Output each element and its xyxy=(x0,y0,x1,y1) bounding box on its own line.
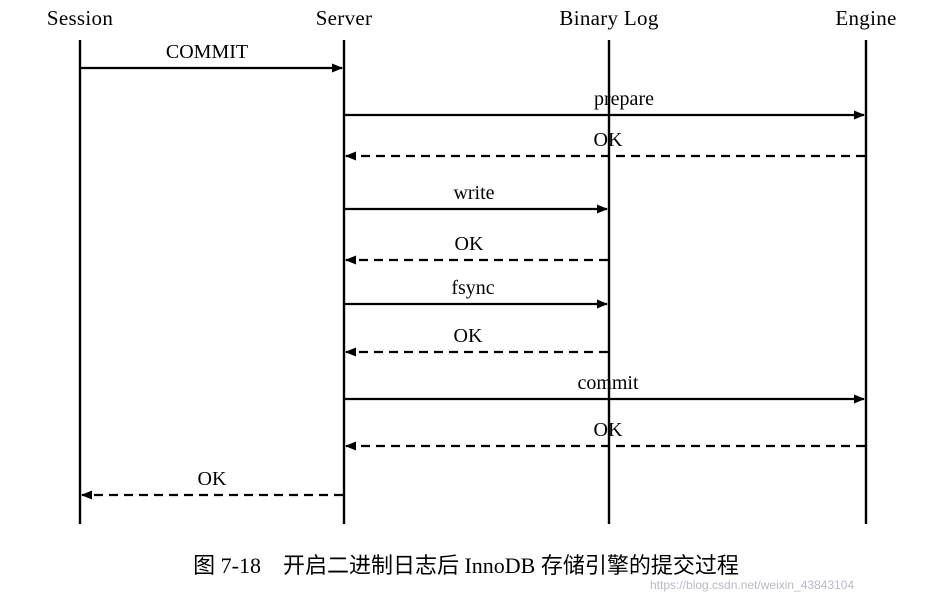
lifeline-group xyxy=(78,40,868,524)
message-label-9: OK xyxy=(197,468,227,490)
message-label-8: OK xyxy=(593,419,623,441)
message-arrow-group xyxy=(81,63,865,500)
message-label-4: OK xyxy=(454,233,484,255)
message-label-3: write xyxy=(453,182,495,204)
lifeline-label-engine: Engine xyxy=(835,6,897,30)
lifeline-label-server: Server xyxy=(315,6,373,30)
lifeline-label-session: Session xyxy=(46,6,114,30)
message-label-0: COMMIT xyxy=(165,41,249,63)
message-label-5: fsync xyxy=(451,277,495,299)
lifeline-label-binlog: Binary Log xyxy=(559,6,659,30)
figure-caption: 图 7-18 开启二进制日志后 InnoDB 存储引擎的提交过程 xyxy=(193,553,739,578)
watermark-text: https://blog.csdn.net/weixin_43843104 xyxy=(650,578,855,592)
message-label-6: OK xyxy=(453,325,483,347)
message-label-2: OK xyxy=(593,129,623,151)
message-label-1: prepare xyxy=(594,88,654,110)
message-label-7: commit xyxy=(577,372,639,394)
